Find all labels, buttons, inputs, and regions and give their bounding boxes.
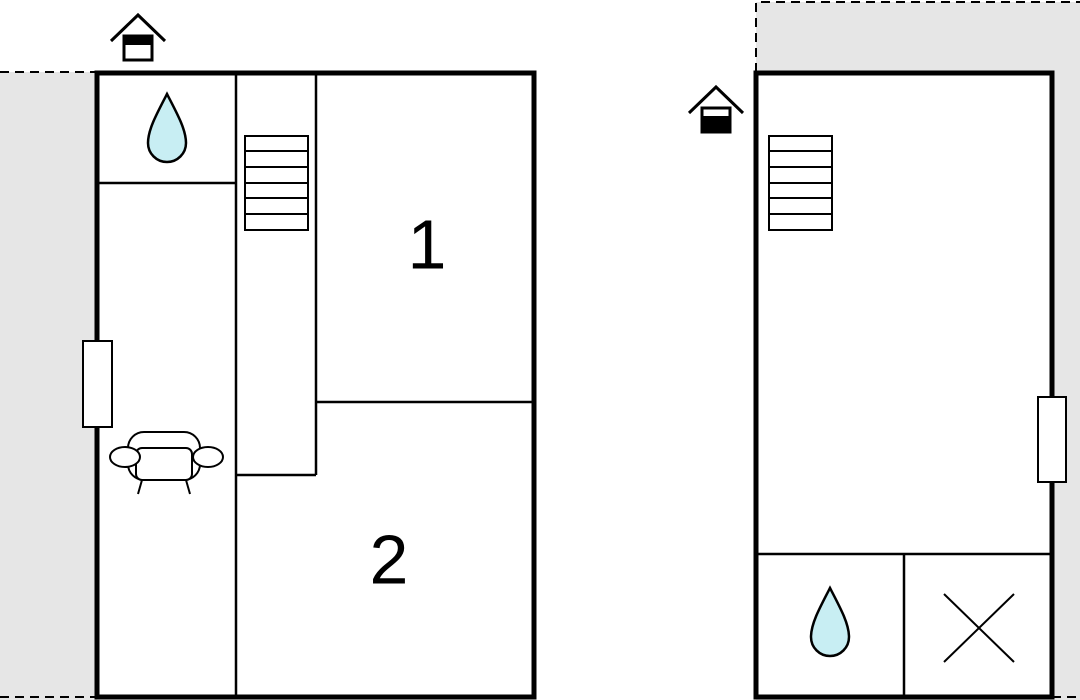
door-icon bbox=[82, 340, 113, 428]
room-1-label: 1 bbox=[408, 205, 447, 283]
room-2-label: 2 bbox=[370, 520, 409, 598]
stairs-icon bbox=[768, 135, 833, 231]
floor-plan-right bbox=[687, 1, 1080, 700]
floor-plan-left: 1 2 bbox=[0, 12, 537, 700]
water-drop-icon bbox=[809, 585, 851, 658]
interior-walls-right bbox=[756, 552, 1052, 697]
stairs-icon bbox=[244, 135, 309, 231]
entrance-icon bbox=[109, 12, 167, 62]
door-icon bbox=[1037, 396, 1067, 483]
water-drop-icon bbox=[146, 91, 188, 164]
interior-walls-left bbox=[97, 73, 534, 697]
terrace-area-left bbox=[0, 71, 97, 700]
x-mark-icon bbox=[943, 593, 1015, 663]
sofa-icon bbox=[109, 431, 224, 495]
entrance-icon bbox=[687, 84, 745, 134]
